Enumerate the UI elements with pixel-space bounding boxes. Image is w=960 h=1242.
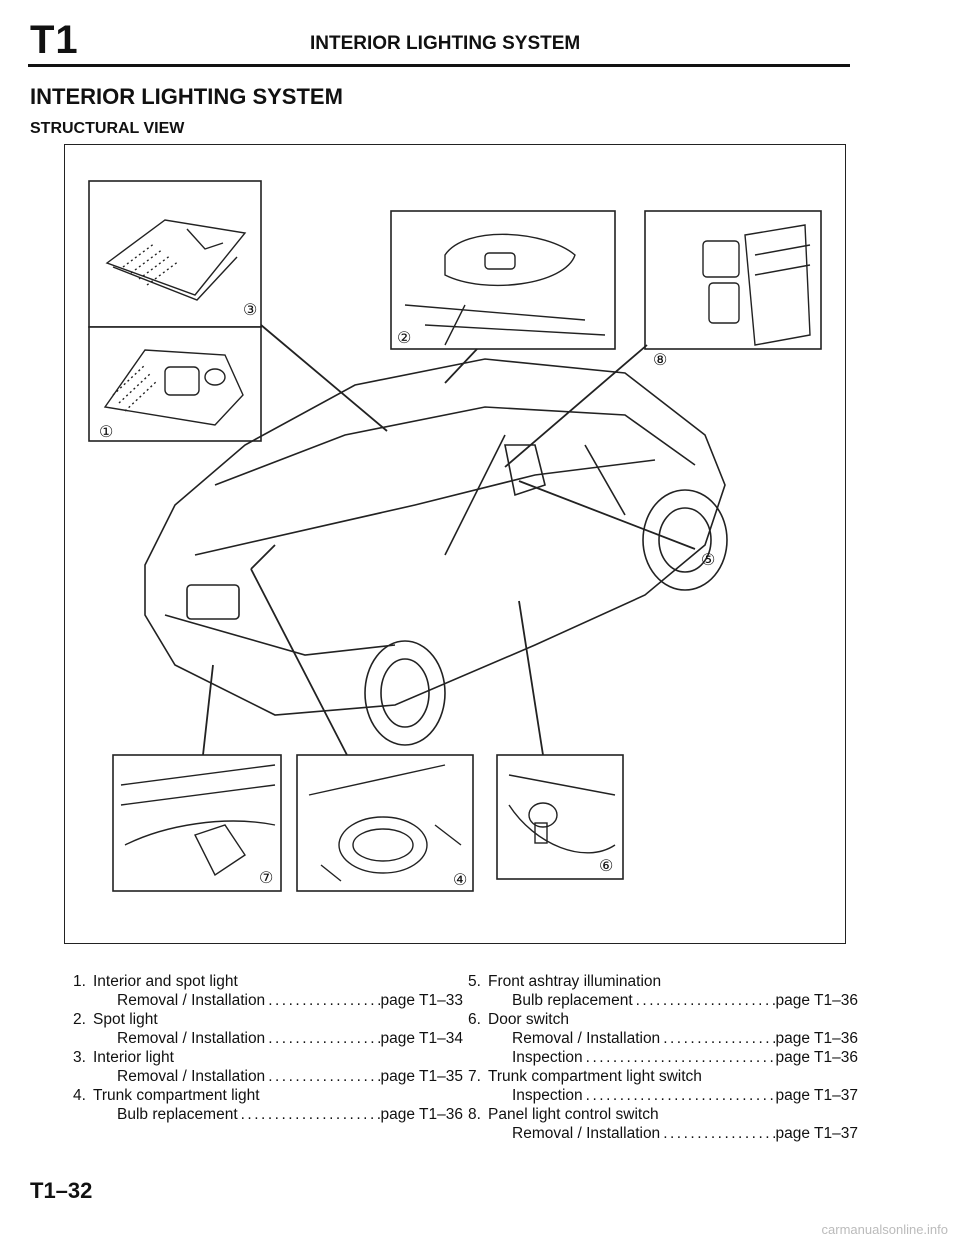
page-reference: page T1–33: [380, 992, 463, 1009]
legend-item-name: Trunk compartment light switch: [488, 1068, 702, 1085]
callout-8: ⑧: [653, 352, 667, 369]
page-reference: page T1–36: [775, 992, 858, 1009]
procedure-label: Bulb replacement: [512, 992, 633, 1009]
legend-item-name: Interior light: [93, 1049, 174, 1066]
legend-number: 3.: [73, 1049, 86, 1066]
legend-sub-row: Bulb replacement........................…: [512, 992, 858, 1009]
inset-interior-spot-light: [88, 326, 262, 442]
callout-2: ②: [397, 330, 411, 347]
legend-item-5: 5. Front ashtray illumination Bulb replac…: [468, 972, 858, 1010]
legend-number: 8.: [468, 1106, 481, 1123]
legend-number: 2.: [73, 1011, 86, 1028]
structural-view-illustration: ① ② ③ ④ ⑤ ⑥ ⑦ ⑧: [88, 180, 822, 892]
legend-sub-row: Removal / Installation..................…: [512, 1030, 858, 1047]
legend-column-left: 1. Interior and spot light Removal / Inst…: [73, 972, 463, 1124]
inset-interior-light: [88, 180, 262, 328]
section-subtitle: STRUCTURAL VIEW: [30, 120, 185, 137]
procedure-label: Removal / Installation: [117, 1030, 266, 1047]
inset-panel-switch: [644, 210, 822, 350]
legend-number: 7.: [468, 1068, 481, 1085]
inset-door-switch: [496, 754, 624, 880]
legend-number: 5.: [468, 973, 481, 990]
page-reference: page T1–37: [775, 1087, 858, 1104]
page-title: INTERIOR LIGHTING SYSTEM: [30, 84, 343, 109]
legend-sub-row: Inspection..............................…: [512, 1049, 858, 1066]
legend-sub-row: Removal / Installation..................…: [117, 1068, 463, 1085]
page-reference: page T1–35: [380, 1068, 463, 1085]
legend-item-name: Panel light control switch: [488, 1106, 659, 1123]
callouts: ① ② ③ ④ ⑤ ⑥ ⑦ ⑧: [99, 302, 715, 889]
legend-item-6: 6. Door switch Removal / Installation....…: [468, 1010, 858, 1067]
legend-item-name: Trunk compartment light: [93, 1087, 260, 1104]
procedure-label: Inspection: [512, 1049, 583, 1066]
page-reference: page T1–36: [380, 1106, 463, 1123]
legend-item-4: 4. Trunk compartment light Bulb replaceme…: [73, 1086, 463, 1124]
callout-7: ⑦: [259, 870, 273, 887]
procedure-label: Inspection: [512, 1087, 583, 1104]
callout-3: ③: [243, 302, 257, 319]
procedure-label: Removal / Installation: [512, 1030, 661, 1047]
procedure-label: Removal / Installation: [117, 992, 266, 1009]
section-code: T1: [30, 18, 79, 62]
page-number: T1–32: [30, 1178, 93, 1203]
legend-column-right: 5. Front ashtray illumination Bulb replac…: [468, 972, 858, 1143]
callout-5: ⑤: [701, 552, 715, 569]
legend-item-name: Door switch: [488, 1011, 569, 1028]
callout-6: ⑥: [599, 858, 613, 875]
legend-item-1: 1. Interior and spot light Removal / Inst…: [73, 972, 463, 1010]
leader-lines: [202, 324, 696, 756]
legend-item-name: Interior and spot light: [93, 973, 238, 990]
legend-sub-row: Removal / Installation..................…: [117, 1030, 463, 1047]
legend-item-8: 8. Panel light control switch Removal / I…: [468, 1105, 858, 1143]
header-rule: [28, 64, 850, 67]
page-reference: page T1–36: [775, 1049, 858, 1066]
legend-sub-row: Removal / Installation..................…: [512, 1125, 858, 1142]
inset-spot-light: [390, 210, 616, 350]
structural-view-figure: ① ② ③ ④ ⑤ ⑥ ⑦ ⑧: [64, 144, 846, 944]
legend-sub-row: Inspection..............................…: [512, 1087, 858, 1104]
legend-item-2: 2. Spot light Removal / Installation.....…: [73, 1010, 463, 1048]
watermark: carmanualsonline.info: [821, 1222, 948, 1237]
header-title: INTERIOR LIGHTING SYSTEM: [310, 33, 581, 54]
legend-number: 6.: [468, 1011, 481, 1028]
legend-item-name: Front ashtray illumination: [488, 973, 662, 990]
legend-item-7: 7. Trunk compartment light switch Inspect…: [468, 1067, 858, 1105]
callout-4: ④: [453, 872, 467, 889]
callout-1: ①: [99, 424, 113, 441]
inset-trunk-switch: [112, 754, 282, 892]
page-reference: page T1–37: [775, 1125, 858, 1142]
legend-number: 4.: [73, 1087, 86, 1104]
page-reference: page T1–34: [380, 1030, 463, 1047]
legend-sub-row: Bulb replacement........................…: [117, 1106, 463, 1123]
legend-item-name: Spot light: [93, 1011, 158, 1028]
procedure-label: Removal / Installation: [512, 1125, 661, 1142]
inset-trunk-light: [296, 754, 474, 892]
page-reference: page T1–36: [775, 1030, 858, 1047]
legend-sub-row: Removal / Installation..................…: [117, 992, 463, 1009]
legend-item-3: 3. Interior light Removal / Installation.…: [73, 1048, 463, 1086]
procedure-label: Removal / Installation: [117, 1068, 266, 1085]
procedure-label: Bulb replacement: [117, 1106, 238, 1123]
car-outline: [144, 358, 728, 746]
legend-number: 1.: [73, 973, 86, 990]
